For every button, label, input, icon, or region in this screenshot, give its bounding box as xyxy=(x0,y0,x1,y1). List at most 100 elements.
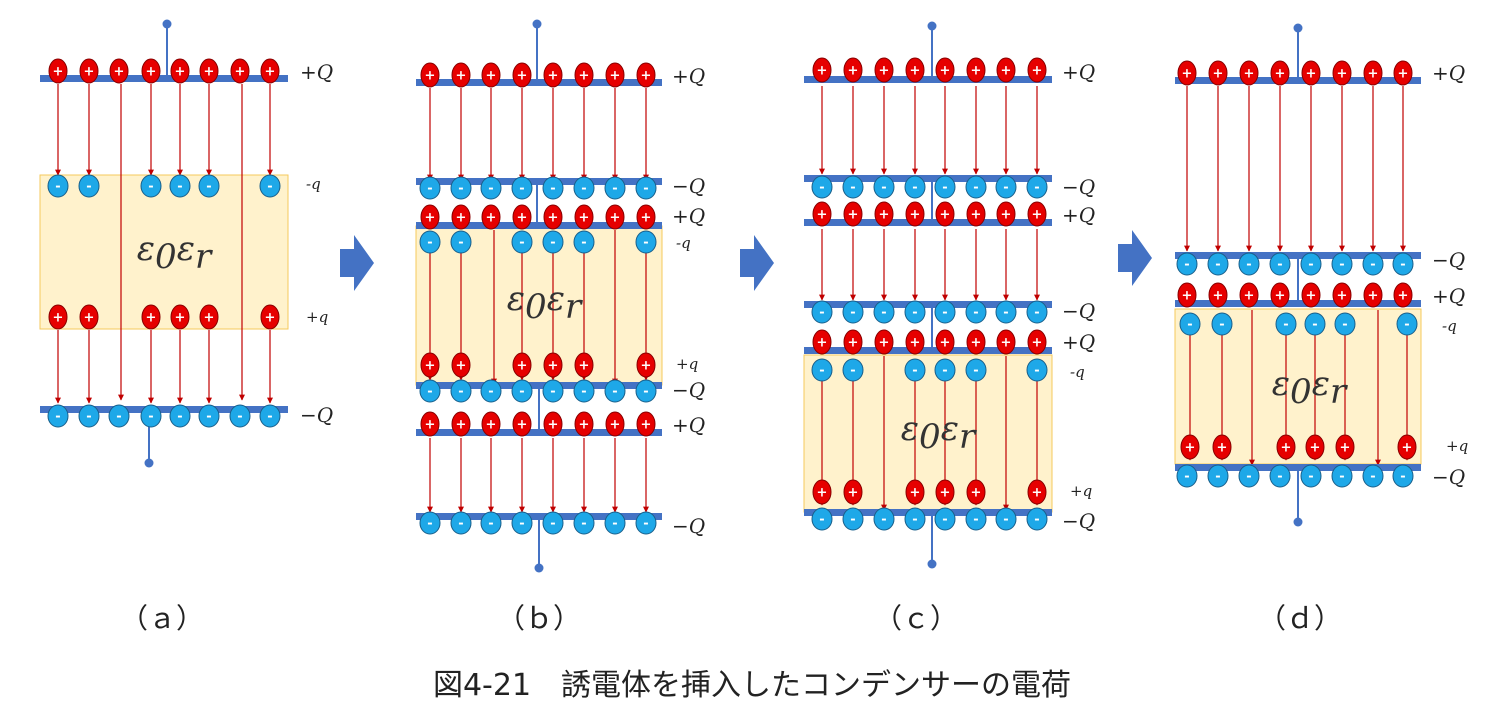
negative-charge: - xyxy=(873,300,895,324)
charge-sign: + xyxy=(204,311,215,326)
progression-arrow xyxy=(740,235,774,291)
charge-sign: + xyxy=(817,208,828,223)
capacitor-plate xyxy=(40,75,288,82)
charge-sign: - xyxy=(912,364,917,379)
label-plus-Q: +Q xyxy=(1062,60,1095,84)
negative-charge: - xyxy=(480,379,502,403)
charge-sign: + xyxy=(84,65,95,80)
charge-sign: - xyxy=(881,513,886,528)
charge-sign: - xyxy=(612,385,617,400)
positive-charge: + xyxy=(1276,434,1296,460)
positive-charge: + xyxy=(812,57,832,83)
positive-charge: + xyxy=(141,304,161,330)
negative-charge: - xyxy=(1238,464,1260,488)
charge-sign: - xyxy=(1034,181,1039,196)
charge-sign: - xyxy=(519,385,524,400)
charge-sign: + xyxy=(1001,208,1012,223)
charge-sign: - xyxy=(1277,258,1282,273)
charge-sign: - xyxy=(1003,181,1008,196)
negative-charge: - xyxy=(842,175,864,199)
positive-charge: + xyxy=(905,201,925,227)
label-plus-Q: +Q xyxy=(1062,203,1095,227)
positive-charge: + xyxy=(843,201,863,227)
charge-sign: - xyxy=(458,385,463,400)
positive-charge: + xyxy=(636,62,656,88)
charge-sign: + xyxy=(1185,441,1196,456)
charge-sign: - xyxy=(177,180,182,195)
charge-sign: + xyxy=(1337,289,1348,304)
label-plus-Q: +Q xyxy=(1062,330,1095,354)
positive-charge: + xyxy=(1239,60,1259,86)
charge-sign: - xyxy=(643,385,648,400)
positive-charge: + xyxy=(199,58,219,84)
negative-charge: - xyxy=(635,379,657,403)
positive-charge: + xyxy=(1027,57,1047,83)
positive-charge: + xyxy=(260,304,280,330)
charge-sign: - xyxy=(1339,470,1344,485)
charge-sign: - xyxy=(427,182,432,197)
charge-sign: - xyxy=(973,364,978,379)
charge-sign: + xyxy=(146,311,157,326)
positive-charge: + xyxy=(1393,282,1413,308)
positive-charge: + xyxy=(1335,434,1355,460)
negative-charge: - xyxy=(419,176,441,200)
charge-sign: - xyxy=(458,236,463,251)
negative-charge: - xyxy=(450,379,472,403)
charge-sign: + xyxy=(456,418,467,433)
charge-sign: + xyxy=(910,336,921,351)
positive-charge: + xyxy=(481,204,501,230)
charge-sign: + xyxy=(1244,289,1255,304)
panel-label-b: （ｂ） xyxy=(497,602,581,635)
negative-charge: - xyxy=(995,300,1017,324)
negative-charge: - xyxy=(511,230,533,254)
positive-charge: + xyxy=(512,204,532,230)
terminal-dot xyxy=(162,19,172,29)
charge-sign: - xyxy=(581,517,586,532)
charge-sign: + xyxy=(486,211,497,226)
positive-charge: + xyxy=(1027,201,1047,227)
charge-sign: + xyxy=(1340,441,1351,456)
charge-sign: + xyxy=(1182,67,1193,82)
positive-charge: + xyxy=(905,479,925,505)
charge-sign: + xyxy=(971,208,982,223)
positive-charge: + xyxy=(1363,60,1383,86)
label-plus-q: +q xyxy=(676,355,698,373)
positive-charge: + xyxy=(874,201,894,227)
positive-charge: + xyxy=(1332,60,1352,86)
negative-charge: - xyxy=(511,511,533,535)
charge-sign: + xyxy=(146,65,157,80)
terminal-dot xyxy=(1293,517,1303,527)
terminal-dot xyxy=(144,458,154,468)
charge-sign: + xyxy=(817,336,828,351)
negative-charge: - xyxy=(1300,464,1322,488)
charge-sign: + xyxy=(817,64,828,79)
label-minus-q: -q xyxy=(1442,317,1457,335)
charge-sign: - xyxy=(427,385,432,400)
negative-charge: - xyxy=(604,379,626,403)
charge-sign: - xyxy=(819,306,824,321)
positive-charge: + xyxy=(420,204,440,230)
negative-charge: - xyxy=(450,230,472,254)
negative-charge: - xyxy=(842,507,864,531)
positive-charge: + xyxy=(1332,282,1352,308)
capacitor-plate xyxy=(416,178,662,185)
negative-charge: - xyxy=(1331,464,1353,488)
label-plus-Q: +Q xyxy=(1432,284,1465,308)
charge-sign: + xyxy=(517,211,528,226)
charge-sign: - xyxy=(819,181,824,196)
charge-sign: + xyxy=(265,311,276,326)
charge-sign: - xyxy=(1342,318,1347,333)
charge-sign: - xyxy=(850,306,855,321)
negative-charge: - xyxy=(934,358,956,382)
negative-charge: - xyxy=(511,176,533,200)
charge-sign: + xyxy=(517,69,528,84)
charge-sign: + xyxy=(610,211,621,226)
charge-sign: + xyxy=(265,65,276,80)
charge-sign: - xyxy=(942,306,947,321)
charge-sign: + xyxy=(1281,441,1292,456)
label-minus-Q: −Q xyxy=(1432,248,1465,272)
label-plus-q: +q xyxy=(1446,437,1468,455)
positive-charge: + xyxy=(512,62,532,88)
charge-sign: + xyxy=(971,336,982,351)
charge-sign: - xyxy=(1308,470,1313,485)
